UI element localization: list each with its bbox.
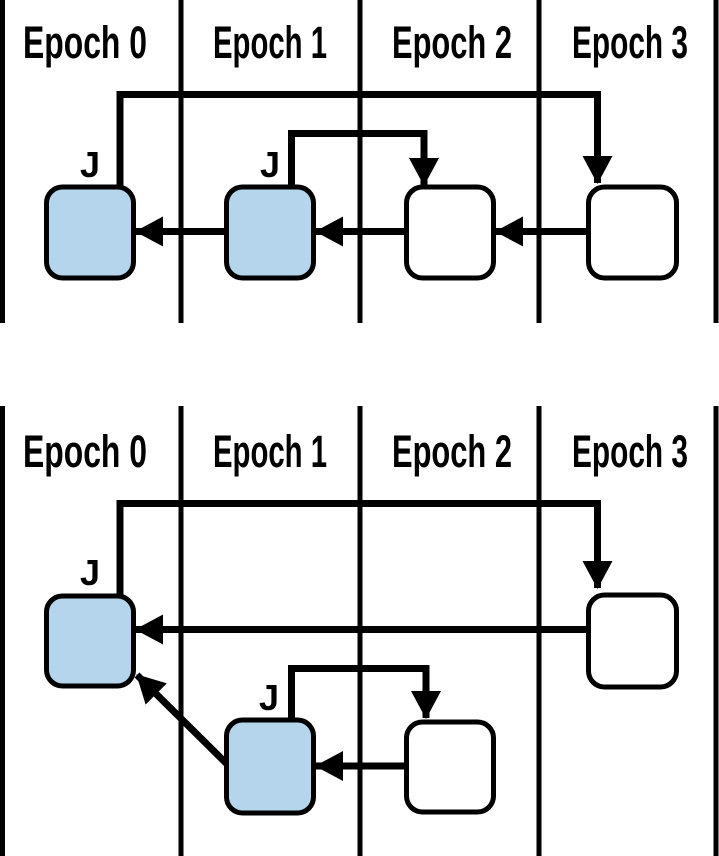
record-box-epoch2 [404, 184, 496, 281]
record-box-epoch0-highlighted [44, 593, 136, 689]
epoch-label-3: Epoch 3 [572, 17, 688, 68]
arrow-epoch0-to-epoch3 [116, 500, 613, 596]
record-label-epoch0: J [80, 144, 100, 185]
epoch-label-2: Epoch 2 [392, 17, 512, 68]
panel-top: Epoch 0 Epoch 1 Epoch 2 Epoch 3 J J [0, 0, 719, 323]
arrow-epoch1-to-epoch2 [288, 665, 441, 720]
epoch-label-2: Epoch 2 [392, 426, 512, 477]
record-box-epoch0-highlighted [44, 184, 136, 281]
record-box-epoch1-highlighted [224, 717, 316, 816]
record-box-epoch3 [586, 592, 679, 690]
arrow-epoch1-record-to-epoch0-record-diagonal [134, 672, 233, 770]
record-box-epoch2 [404, 719, 496, 815]
panel-bottom: Epoch 0 Epoch 1 Epoch 2 Epoch 3 J J [0, 406, 719, 856]
epoch-label-0: Epoch 0 [23, 426, 147, 477]
arrow-epoch1-to-epoch2 [288, 130, 439, 187]
record-label-epoch1: J [260, 144, 280, 185]
record-box-epoch1-highlighted [224, 184, 316, 281]
epoch-label-3: Epoch 3 [572, 426, 688, 477]
epoch-label-0: Epoch 0 [23, 17, 147, 68]
record-label-epoch0: J [80, 552, 100, 593]
arrow-epoch0-to-epoch3 [116, 91, 613, 187]
record-label-epoch1: J [259, 677, 279, 718]
epoch-label-1: Epoch 1 [213, 426, 327, 477]
record-box-epoch3 [586, 184, 679, 281]
epoch-label-1: Epoch 1 [213, 17, 327, 68]
